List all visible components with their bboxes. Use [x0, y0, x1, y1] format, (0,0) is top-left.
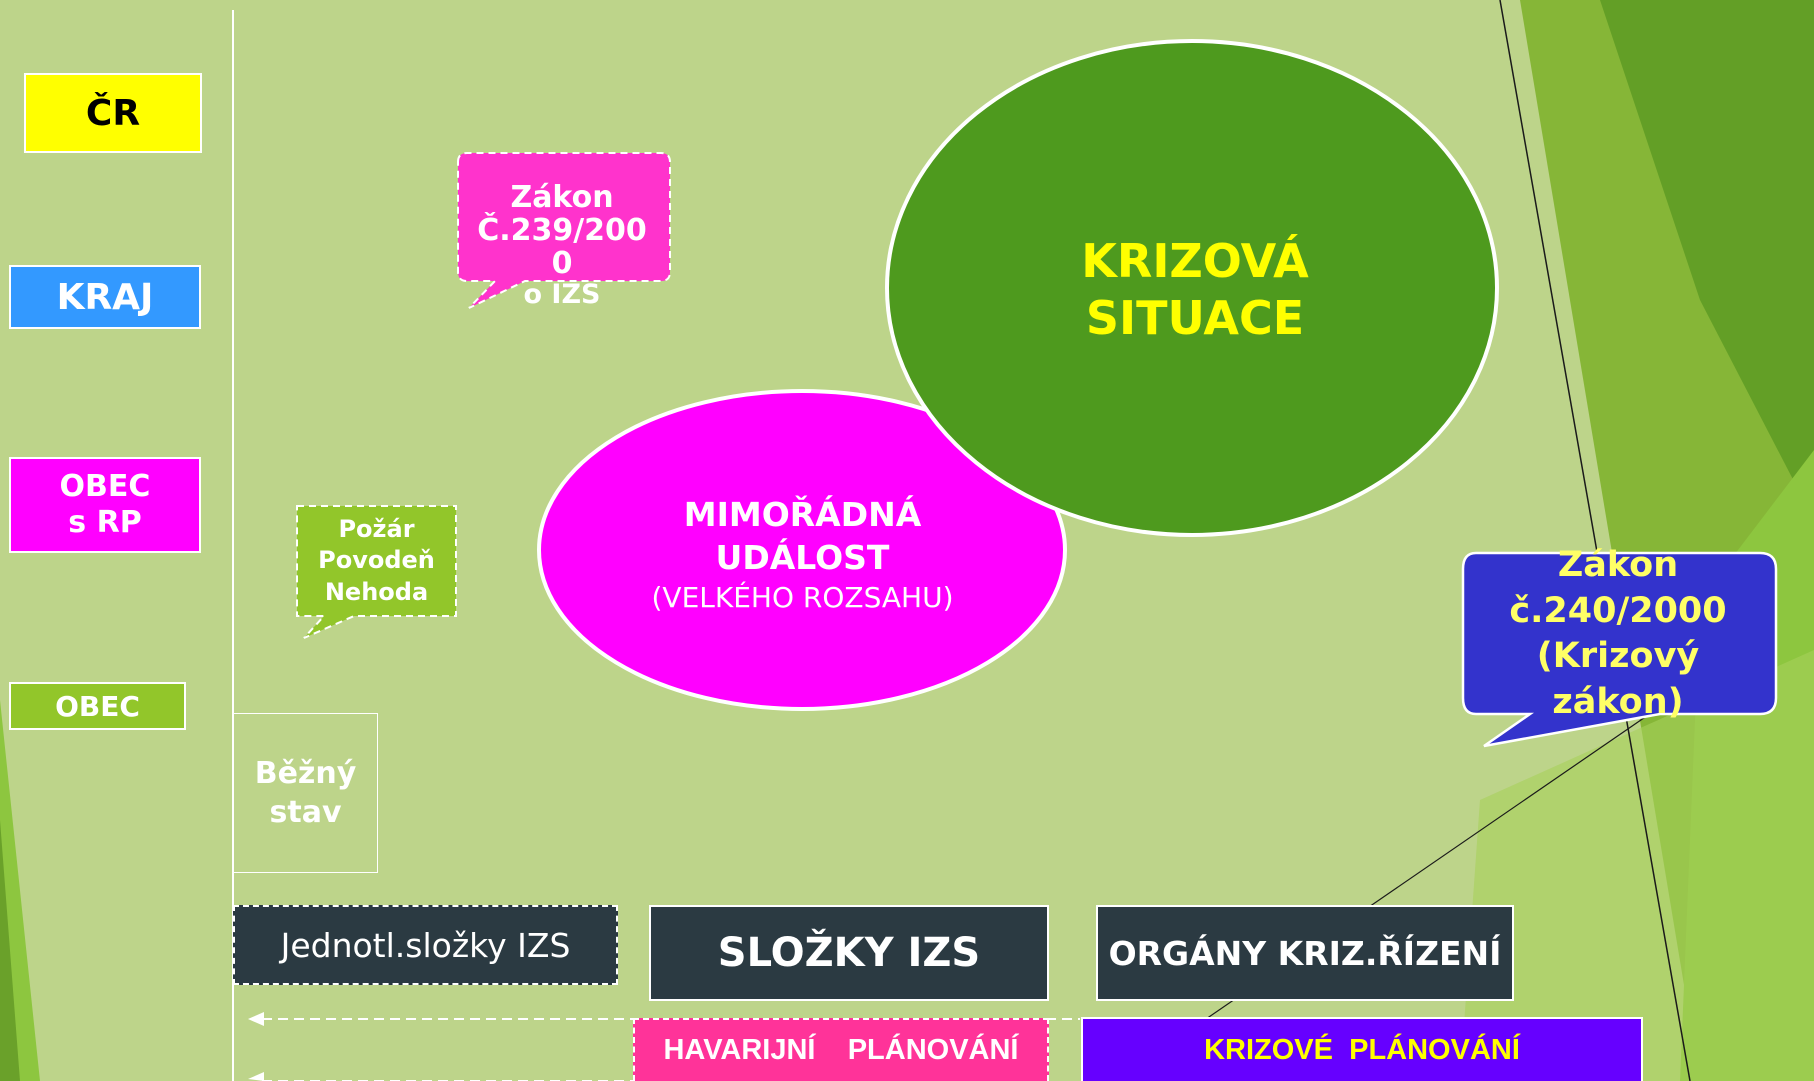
level-obec-rp-line2: s RP: [68, 505, 142, 540]
ellipses: [537, 39, 1499, 711]
slozky-izs-label: SLOŽKY IZS: [717, 930, 981, 976]
krizove-label: KRIZOVÉ PLÁNOVÁNÍ: [1204, 1033, 1520, 1066]
izs-law-callout: Zákon Č.239/200 0 o IZS: [462, 168, 662, 322]
events-line2: Povodeň: [318, 546, 435, 575]
level-kraj-label: KRAJ: [56, 276, 154, 318]
events-line1: Požár: [338, 515, 415, 544]
bezny-stav-line2: stav: [269, 795, 342, 830]
krizova-ellipse: [885, 39, 1499, 537]
events-line3: Nehoda: [324, 577, 429, 606]
crisis-law-line2: č.240/2000: [1509, 590, 1727, 631]
jednotl-slozky-label: Jednotl.složky IZS: [280, 925, 571, 965]
crisis-law-line1: Zákon: [1557, 545, 1679, 585]
level-obec: OBEC: [9, 682, 186, 730]
jednotl-slozky-izs-box: Jednotl.složky IZS: [233, 905, 618, 985]
krizova-line1: KRIZOVÁ: [1081, 233, 1309, 288]
izs-law-callout-shape: [457, 152, 671, 309]
level-kraj: KRAJ: [9, 265, 201, 329]
izs-law-line4: o IZS: [523, 278, 601, 310]
level-obec-label: OBEC: [55, 689, 140, 723]
mimoradna-subtitle: (VELKÉHO ROZSAHU): [651, 580, 954, 614]
level-obec-rp-line1: OBEC: [59, 469, 151, 504]
bezny-stav-box: Běžný stav: [233, 713, 378, 873]
bezny-stav-line1: Běžný: [254, 756, 357, 791]
organy-label: ORGÁNY KRIZ.ŘÍZENÍ: [1108, 933, 1502, 973]
level-obec-rp: OBEC s RP: [9, 457, 201, 553]
level-cr: ČR: [24, 73, 202, 153]
mimoradna-line2: UDÁLOST: [715, 537, 890, 577]
mimoradna-line1: MIMOŘÁDNÁ: [683, 494, 922, 534]
havarijni-label: HAVARIJNÍ PLÁNOVÁNÍ: [663, 1034, 1019, 1066]
izs-law-line1: Zákon: [510, 179, 614, 215]
events-callout: Požár Povodeň Nehoda: [297, 507, 456, 615]
krizove-planovani-box: KRIZOVÉ PLÁNOVÁNÍ: [1081, 1017, 1643, 1081]
krizova-situace-label: KRIZOVÁ SITUACE: [1000, 220, 1390, 360]
mimoradna-udalost-label: MIMOŘÁDNÁ UDÁLOST (VELKÉHO ROZSAHU): [600, 490, 1005, 620]
crisis-law-callout: Zákon č.240/2000 (Krizový zákon): [1468, 545, 1768, 722]
slozky-izs-box: SLOŽKY IZS: [649, 905, 1049, 1001]
crisis-law-callout-shape: [1461, 551, 1778, 748]
izs-law-line2: Č.239/200: [477, 212, 647, 248]
mimoradna-ellipse: [537, 389, 1067, 711]
havarijni-planovani-box: HAVARIJNÍ PLÁNOVÁNÍ: [633, 1018, 1049, 1081]
crisis-law-line3: (Krizový zákon): [1536, 636, 1700, 722]
events-callout-shape: [296, 505, 457, 639]
izs-law-line3: 0: [551, 245, 573, 281]
krizova-line2: SITUACE: [1085, 291, 1305, 345]
level-cr-label: ČR: [85, 92, 141, 134]
organy-kriz-rizeni-box: ORGÁNY KRIZ.ŘÍZENÍ: [1096, 905, 1514, 1001]
